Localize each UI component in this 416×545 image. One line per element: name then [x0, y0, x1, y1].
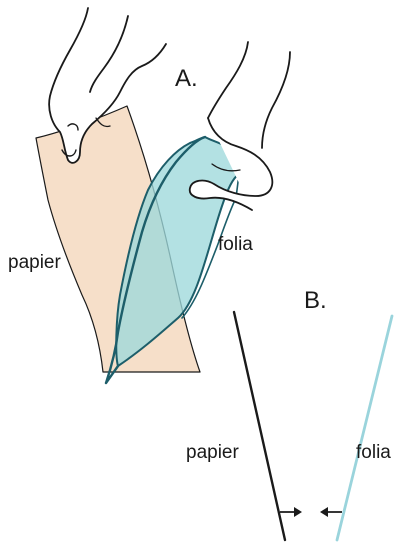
arrow-right-icon — [280, 507, 302, 517]
panel-a-label: A. — [175, 65, 198, 92]
hand-icon — [190, 42, 290, 210]
panel-b-label: B. — [304, 287, 327, 314]
foil-label: folia — [218, 234, 253, 255]
paper-label: papier — [186, 442, 239, 463]
panel-b: B. papier folia — [186, 287, 392, 540]
foil-edge-line — [337, 316, 392, 540]
foil-label: folia — [356, 442, 391, 463]
panel-a: A. papier folia — [8, 8, 290, 383]
arrow-left-icon — [320, 507, 342, 517]
paper-edge-line — [234, 312, 285, 540]
paper-label: papier — [8, 252, 61, 273]
